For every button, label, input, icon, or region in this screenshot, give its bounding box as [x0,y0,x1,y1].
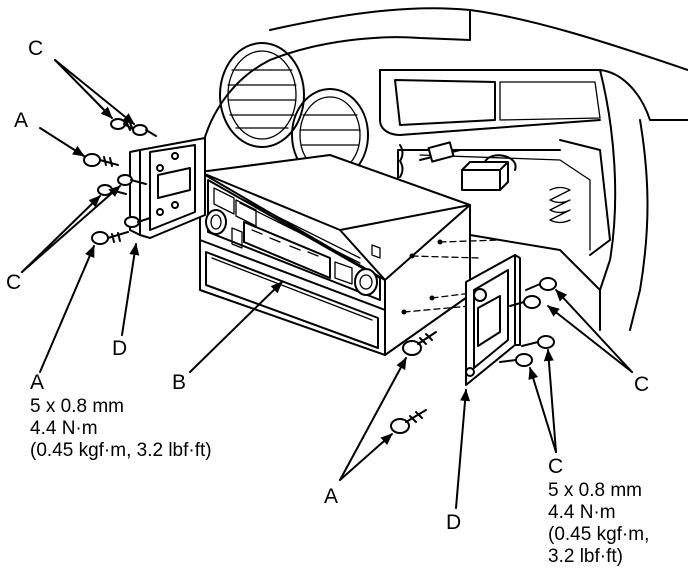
bolt-c-right-4 [499,353,533,367]
label-a-left: A [14,109,29,132]
spec-left: 5 x 0.8 mm 4.4 N·m (0.45 kgf·m, 3.2 lbf·… [30,396,212,462]
antenna-connector [399,141,461,178]
spec-right: 5 x 0.8 mm 4.4 N·m (0.45 kgf·m, 3.2 lbf·… [548,480,649,568]
spec-right-alt1: (0.45 kgf·m, [548,524,650,545]
label-a-bottom-left: A [30,371,45,394]
spec-right-alt2: 3.2 lbf·ft) [548,546,623,567]
left-bracket [129,137,206,239]
label-c-bottom-right: C [548,455,564,478]
spec-right-size: 5 x 0.8 mm [548,480,642,501]
screw-a-bottom-2 [390,409,427,434]
bolt-c-right-1 [525,277,557,291]
right-bracket [465,254,521,386]
label-d-left: D [112,337,128,360]
spec-right-torque: 4.4 N·m [548,502,616,523]
label-a-bottom: A [324,485,339,508]
bolt-c-left-2 [117,174,147,186]
label-c-left: C [6,271,22,294]
audio-unit [199,154,501,356]
label-c-right: C [634,373,650,396]
air-vent-left [219,42,305,148]
spec-left-size: 5 x 0.8 mm [30,396,124,417]
bolt-c-lower-left [124,216,151,228]
label-d-bottom: D [446,511,462,534]
label-c-top-left: C [28,37,44,60]
bolt-c-right-3 [521,335,555,349]
screw-a-bottom-1 [402,331,437,356]
bolt-c-top-2 [132,124,157,137]
leader-lines [21,59,633,509]
screw-a-left [83,153,119,167]
harness-connector [461,154,517,191]
label-b: B [172,371,187,394]
screw-a-lower-left [91,231,129,245]
spec-left-torque: 4.4 N·m [30,418,98,439]
dashboard [199,7,688,331]
bolt-c-right-2 [509,295,541,309]
spec-left-alt: (0.45 kgf·m, 3.2 lbf·ft) [30,440,212,461]
